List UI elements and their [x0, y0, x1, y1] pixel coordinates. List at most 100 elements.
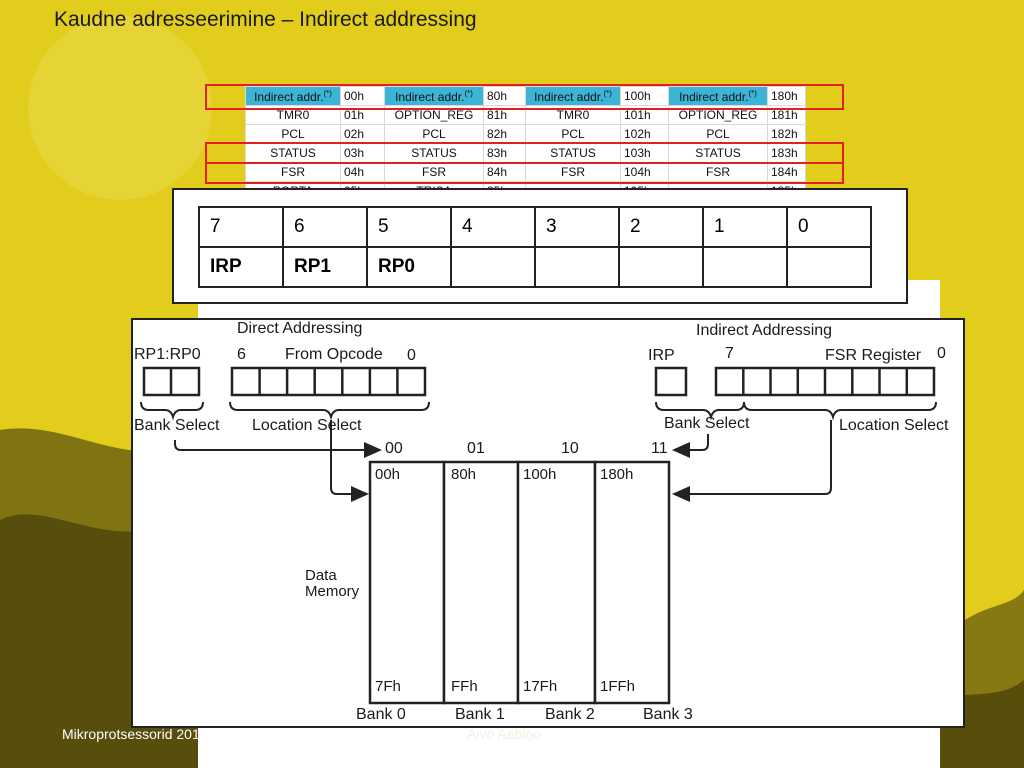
- bank-3-name: Bank 3: [643, 706, 693, 723]
- register-address-cell: 182h: [767, 124, 806, 144]
- register-address-cell: 00h: [340, 86, 385, 106]
- register-address-cell: 103h: [620, 143, 669, 163]
- register-name-cell: STATUS: [668, 143, 768, 163]
- bank-1-end: FFh: [451, 678, 478, 695]
- bank-code-10: 10: [561, 440, 579, 457]
- footer-author: Aivo Aabloo: [467, 726, 541, 742]
- register-address-cell: 01h: [340, 105, 385, 125]
- bank-1-start: 80h: [451, 466, 477, 483]
- irp-bit-box: [654, 366, 688, 397]
- bit-number-cell: 5: [366, 206, 452, 248]
- fsr-msb-label: 7: [725, 345, 734, 362]
- bit-name-cell: [618, 246, 704, 288]
- opcode-bits-box: [230, 366, 427, 397]
- register-name-cell: PCL: [384, 124, 484, 144]
- fsr-label: FSR Register: [825, 347, 922, 364]
- bank-0-name: Bank 0: [356, 706, 406, 723]
- register-name-cell: Indirect addr.(*): [245, 86, 341, 106]
- register-name-cell: FSR: [668, 162, 768, 182]
- opcode-msb-label: 6: [237, 346, 246, 363]
- bank-code-01: 01: [467, 440, 485, 457]
- direct-addressing-title: Direct Addressing: [237, 320, 363, 337]
- fsr-lsb-label: 0: [937, 345, 946, 362]
- data-memory-label-line1: Data: [305, 567, 337, 584]
- register-name-cell: PCL: [525, 124, 621, 144]
- register-address-cell: 83h: [483, 143, 526, 163]
- bank-0-start: 00h: [375, 466, 401, 483]
- bit-number-cell: 1: [702, 206, 788, 248]
- slide-title: Kaudne adresseerimine – Indirect address…: [54, 8, 477, 31]
- addressing-diagram: Direct Addressing Indirect Addressing RP…: [131, 318, 965, 728]
- bank-3-end: 1FFh: [600, 678, 636, 695]
- bank-3-block: [593, 460, 671, 705]
- status-row-highlight: [205, 142, 844, 164]
- bank-code-11: 11: [651, 440, 668, 457]
- bit-name-cell: RP1: [282, 246, 368, 288]
- register-name-cell: TMR0: [245, 105, 341, 125]
- bank-2-name: Bank 2: [545, 706, 595, 723]
- bit-number-cell: 4: [450, 206, 536, 248]
- register-name-cell: OPTION_REG: [668, 105, 768, 125]
- bit-number-cell: 7: [198, 206, 284, 248]
- register-name-cell: Indirect addr.(*): [668, 86, 768, 106]
- register-address-cell: 183h: [767, 143, 806, 163]
- register-address-cell: 82h: [483, 124, 526, 144]
- bit-name-cell: RP0: [366, 246, 452, 288]
- bank-2-start: 100h: [523, 466, 557, 483]
- register-name-cell: STATUS: [384, 143, 484, 163]
- footer-course: Mikroprotsessorid 2013: [62, 726, 208, 742]
- register-address-cell: 104h: [620, 162, 669, 182]
- indirect-row-highlight: [205, 84, 844, 110]
- bit-name-cell: [702, 246, 788, 288]
- indirect-addressing-title: Indirect Addressing: [696, 322, 833, 339]
- bit-name-cell: [534, 246, 620, 288]
- register-name-cell: Indirect addr.(*): [384, 86, 484, 106]
- opcode-lsb-label: 0: [407, 347, 416, 364]
- bank-3-start: 180h: [600, 466, 634, 483]
- bank-1-name: Bank 1: [455, 706, 505, 723]
- bit-name-cell: [786, 246, 872, 288]
- register-address-cell: 102h: [620, 124, 669, 144]
- bit-number-cell: 0: [786, 206, 872, 248]
- opcode-label: From Opcode: [285, 346, 383, 363]
- fsr-row-highlight: [205, 162, 844, 184]
- addressing-diagram-lines: [140, 366, 937, 705]
- location-select-label-direct: Location Select: [252, 417, 362, 434]
- bank-code-00: 00: [385, 440, 403, 457]
- register-address-cell: 03h: [340, 143, 385, 163]
- register-name-cell: TMR0: [525, 105, 621, 125]
- irp-label: IRP: [648, 347, 675, 364]
- bank-0-end: 7Fh: [375, 678, 401, 695]
- data-memory-label-line2: Memory: [305, 583, 360, 600]
- bank-select-label-direct: Bank Select: [134, 417, 220, 434]
- register-name-cell: PCL: [245, 124, 341, 144]
- register-name-cell: PCL: [668, 124, 768, 144]
- bit-number-cell: 3: [534, 206, 620, 248]
- register-name-cell: Indirect addr.(*): [525, 86, 621, 106]
- bit-number-cell: 2: [618, 206, 704, 248]
- bank-select-label-indirect: Bank Select: [664, 415, 750, 432]
- bit-number-cell: 6: [282, 206, 368, 248]
- register-address-cell: 181h: [767, 105, 806, 125]
- bank-1-block: [442, 460, 520, 705]
- register-name-cell: FSR: [384, 162, 484, 182]
- register-address-cell: 02h: [340, 124, 385, 144]
- rp-label: RP1:RP0: [134, 346, 201, 363]
- bit-name-cell: [450, 246, 536, 288]
- register-name-cell: OPTION_REG: [384, 105, 484, 125]
- bank-0-block: [368, 460, 446, 705]
- register-address-cell: 84h: [483, 162, 526, 182]
- bank-2-block: [516, 460, 597, 705]
- location-select-label-indirect: Location Select: [839, 417, 949, 434]
- bit-name-cell: IRP: [198, 246, 284, 288]
- register-address-cell: 180h: [767, 86, 806, 106]
- register-name-cell: STATUS: [245, 143, 341, 163]
- bank-2-end: 17Fh: [523, 678, 558, 695]
